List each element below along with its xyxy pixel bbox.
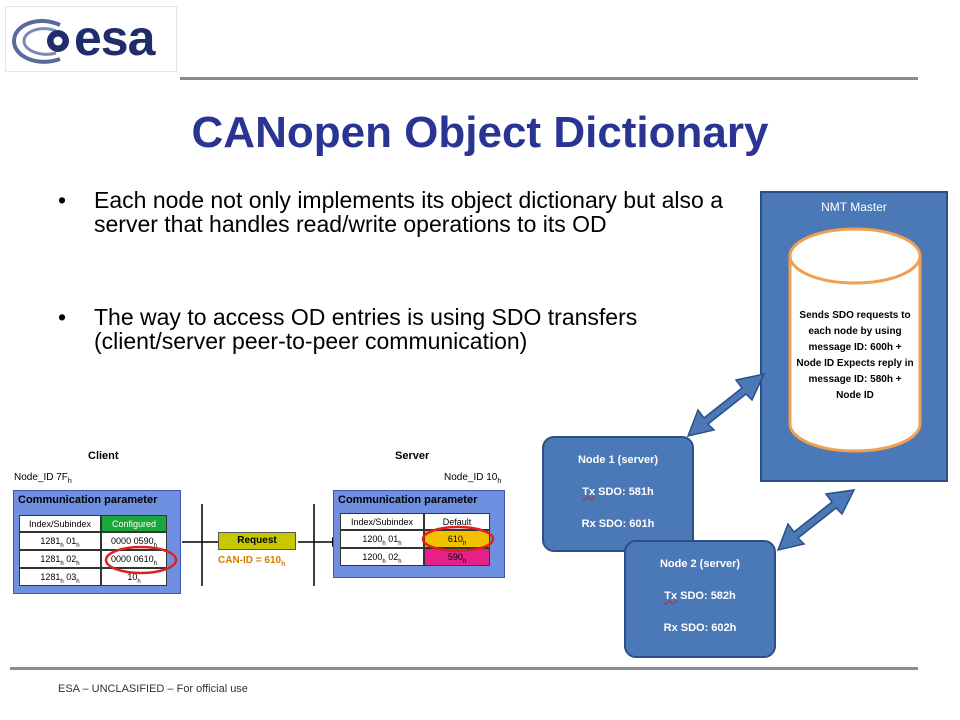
- col-header-index: Index/Subindex: [340, 513, 424, 530]
- bullet-dot: •: [58, 187, 67, 213]
- nmt-description: Sends SDO requests to each node by using…: [796, 310, 914, 401]
- esa-logo: esa: [5, 6, 177, 72]
- bullet-item: • Each node not only implements its obje…: [58, 187, 723, 268]
- tx-prefix: Tx: [664, 590, 678, 602]
- node-1-server: Node 1 (server) Tx SDO: 581h Rx SDO: 601…: [542, 436, 694, 552]
- table-cell-index: 1200h 02h: [340, 548, 424, 566]
- can-id-text: CAN-ID = 610: [218, 555, 282, 566]
- can-bus-lines: [182, 504, 338, 586]
- bullet-item: • The way to access OD entries is using …: [58, 305, 718, 365]
- client-label: Client: [88, 450, 119, 462]
- node-title: Node 2 (server): [659, 558, 741, 570]
- node-id-sub: h: [67, 478, 72, 485]
- can-id-sub: h: [281, 561, 286, 568]
- table-cell-value: 610h: [424, 530, 490, 548]
- double-arrow-icon: [686, 372, 766, 438]
- esa-logo-text: esa: [74, 10, 155, 66]
- node-id-text: Node_ID 7F: [14, 472, 68, 483]
- panel-title: Communication parameter: [18, 494, 158, 506]
- cylinder-shape: [788, 227, 922, 453]
- table-cell-index: 1281h 03h: [19, 568, 101, 586]
- col-header-default: Default: [424, 513, 490, 530]
- table-cell-index: 1281h 01h: [19, 532, 101, 550]
- highlight-ellipse: [421, 525, 495, 553]
- sdo-diagram: Client Node_ID 7Fh Communication paramet…: [10, 446, 510, 596]
- table-cell-value: 590h: [424, 548, 490, 566]
- node-id-sub: h: [497, 478, 502, 485]
- table-cell-index: 1200h 01h: [340, 530, 424, 548]
- col-header-configured: Configured: [101, 515, 167, 532]
- bullet-text: Each node not only implements its object…: [94, 187, 724, 237]
- table-cell-value: 0000 0610h: [101, 550, 167, 568]
- tx-value: SDO: 582h: [677, 590, 736, 602]
- node-id-text: Node_ID 10: [444, 472, 498, 483]
- node-tx: Tx SDO: 581h: [544, 486, 692, 498]
- node-2-server: Node 2 (server) Tx SDO: 582h Rx SDO: 602…: [624, 540, 776, 658]
- client-node-id: Node_ID 7Fh: [14, 472, 72, 485]
- double-arrow-icon: [776, 489, 856, 552]
- footer-divider: [10, 667, 918, 670]
- node-rx: Rx SDO: 602h: [663, 622, 737, 634]
- table-cell-index: 1281h 02h: [19, 550, 101, 568]
- server-label: Server: [395, 450, 430, 462]
- col-header-index: Index/Subindex: [19, 515, 101, 532]
- panel-title: Communication parameter: [338, 494, 478, 506]
- footer-text: ESA – UNCLASIFIED – For official use: [58, 683, 248, 695]
- client-panel: Communication parameter Index/Subindex C…: [13, 490, 181, 594]
- tx-value: SDO: 581h: [595, 486, 654, 498]
- slide-title: CANopen Object Dictionary: [191, 108, 769, 157]
- tx-prefix: Tx: [582, 486, 596, 498]
- table-cell-value: 0000 0590h: [101, 532, 167, 550]
- can-id-label: CAN-ID = 610h: [218, 555, 285, 568]
- esa-swirl-icon: [11, 19, 69, 64]
- nmt-master-label: NMT Master: [821, 200, 887, 214]
- bullet-text: The way to access OD entries is using SD…: [94, 304, 638, 354]
- bullet-dot: •: [58, 304, 67, 330]
- nmt-master-box: NMT Master Sends SDO requests to each no…: [760, 191, 948, 482]
- request-box: Request: [218, 532, 296, 550]
- node-rx: Rx SDO: 601h: [581, 518, 655, 530]
- header-divider: [180, 77, 918, 80]
- highlight-ellipse: [104, 545, 178, 575]
- node-title: Node 1 (server): [577, 454, 659, 466]
- server-node-id: Node_ID 10h: [444, 472, 501, 485]
- node-tx: Tx SDO: 582h: [626, 590, 774, 602]
- server-panel: Communication parameter Index/Subindex D…: [333, 490, 505, 578]
